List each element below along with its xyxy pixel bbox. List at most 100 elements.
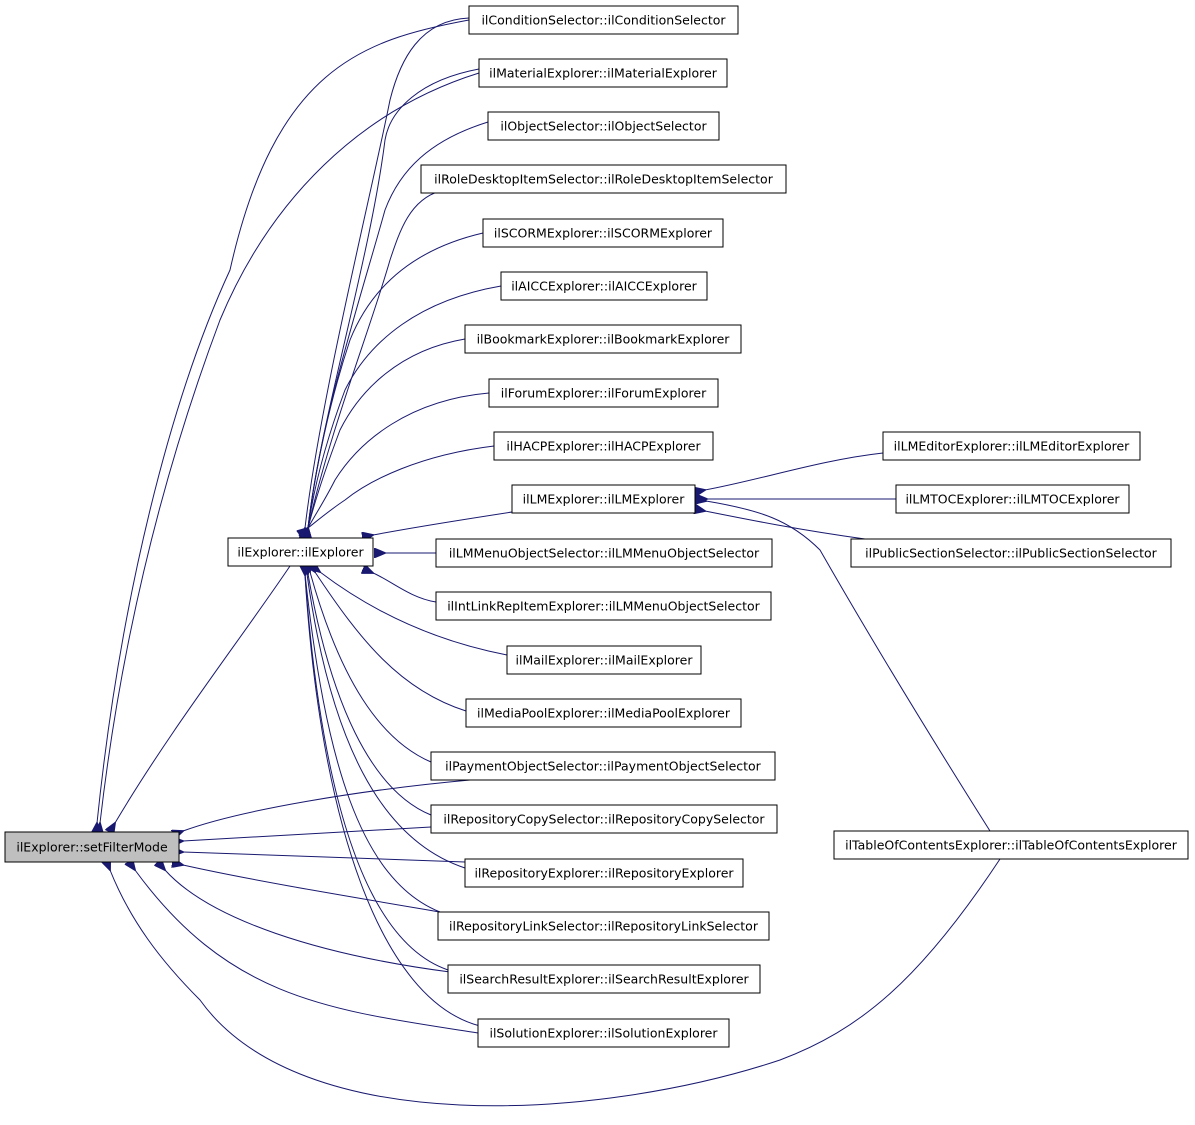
node-hacp[interactable]: ilHACPExplorer::ilHACPExplorer <box>493 431 714 461</box>
edge-aicc-to-explorer <box>308 285 502 528</box>
node-material[interactable]: ilMaterialExplorer::ilMaterialExplorer <box>478 58 728 88</box>
edge-hacp-to-explorer <box>308 445 495 528</box>
edge-toc-to-lmexplorer <box>706 501 991 832</box>
node-box <box>464 858 744 888</box>
node-label: ilPublicSectionSelector::ilPublicSection… <box>865 546 1158 561</box>
node-explorer[interactable]: ilExplorer::ilExplorer <box>227 537 374 567</box>
node-object[interactable]: ilObjectSelector::ilObjectSelector <box>487 111 720 141</box>
node-box <box>430 751 776 781</box>
edge-payment-to-setfiltermode <box>183 779 471 831</box>
node-payment[interactable]: ilPaymentObjectSelector::ilPaymentObject… <box>430 751 776 781</box>
node-box <box>465 698 742 728</box>
edge-solution-to-explorer <box>305 575 481 1027</box>
node-lmeditor[interactable]: ilLMEditorExplorer::ilLMEditorExplorer <box>882 431 1141 461</box>
node-label: ilLMExplorer::ilLMExplorer <box>523 492 686 507</box>
node-box <box>500 271 708 301</box>
node-publicsection[interactable]: ilPublicSectionSelector::ilPublicSection… <box>850 538 1172 568</box>
node-label: ilMaterialExplorer::ilMaterialExplorer <box>489 66 718 81</box>
node-box <box>4 831 180 863</box>
node-label: ilLMEditorExplorer::ilLMEditorExplorer <box>894 439 1131 454</box>
node-box <box>882 431 1141 461</box>
edge-repolink-to-setfiltermode <box>183 865 441 913</box>
edge-repoexplorer-to-explorer <box>307 574 466 869</box>
node-label: ilPaymentObjectSelector::ilPaymentObject… <box>445 759 762 774</box>
node-box <box>511 484 696 514</box>
edge-explorer-to-setfiltermode <box>115 565 291 823</box>
node-box <box>850 538 1172 568</box>
node-toc[interactable]: ilTableOfContentsExplorer::ilTableOfCont… <box>833 830 1189 860</box>
node-box <box>435 591 772 621</box>
node-box <box>464 324 742 354</box>
edge-mediapool-to-explorer <box>315 572 467 712</box>
node-box <box>435 538 773 568</box>
node-box <box>506 645 702 675</box>
node-label: ilRoleDesktopItemSelector::ilRoleDesktop… <box>434 172 774 187</box>
node-label: ilMailExplorer::ilMailExplorer <box>516 653 694 668</box>
node-solution[interactable]: ilSolutionExplorer::ilSolutionExplorer <box>477 1018 730 1048</box>
edge-material-to-setfiltermode <box>100 72 480 823</box>
node-intlink[interactable]: ilIntLinkRepItemExplorer::ilLMMenuObject… <box>435 591 772 621</box>
node-label: ilRepositoryExplorer::ilRepositoryExplor… <box>474 866 734 881</box>
edge-bookmark-to-explorer <box>308 338 466 528</box>
node-label: ilSCORMExplorer::ilSCORMExplorer <box>494 226 713 241</box>
edge-condition-to-explorer <box>305 17 470 528</box>
node-aicc[interactable]: ilAICCExplorer::ilAICCExplorer <box>500 271 708 301</box>
node-condition[interactable]: ilConditionSelector::ilConditionSelector <box>468 5 739 35</box>
node-scorm[interactable]: ilSCORMExplorer::ilSCORMExplorer <box>482 218 724 248</box>
node-box <box>420 164 787 194</box>
node-forum[interactable]: ilForumExplorer::ilForumExplorer <box>488 378 719 408</box>
edge-scorm-to-explorer <box>308 232 484 528</box>
node-label: ilIntLinkRepItemExplorer::ilLMMenuObject… <box>447 599 760 614</box>
node-label: ilMediaPoolExplorer::ilMediaPoolExplorer <box>477 706 731 721</box>
node-label: ilTableOfContentsExplorer::ilTableOfCont… <box>845 838 1178 853</box>
node-box <box>477 1018 730 1048</box>
node-box <box>447 964 761 994</box>
node-label: ilExplorer::setFilterMode <box>16 840 168 855</box>
node-setfiltermode[interactable]: ilExplorer::setFilterMode <box>4 831 180 863</box>
node-box <box>895 484 1130 514</box>
node-label: ilRepositoryCopySelector::ilRepositoryCo… <box>443 812 765 827</box>
edge-solution-to-setfiltermode <box>135 870 479 1034</box>
node-box <box>227 537 374 567</box>
node-box <box>478 58 728 88</box>
node-repocopy[interactable]: ilRepositoryCopySelector::ilRepositoryCo… <box>430 804 778 834</box>
node-bookmark[interactable]: ilBookmarkExplorer::ilBookmarkExplorer <box>464 324 742 354</box>
node-lmmenu[interactable]: ilLMMenuObjectSelector::ilLMMenuObjectSe… <box>435 538 773 568</box>
edges-layer <box>97 17 1001 1107</box>
node-roledesktop[interactable]: ilRoleDesktopItemSelector::ilRoleDesktop… <box>420 164 787 194</box>
edge-repolink-to-explorer <box>305 574 441 913</box>
node-label: ilSearchResultExplorer::ilSearchResultEx… <box>459 972 749 987</box>
node-searchresult[interactable]: ilSearchResultExplorer::ilSearchResultEx… <box>447 964 761 994</box>
node-repoexplorer[interactable]: ilRepositoryExplorer::ilRepositoryExplor… <box>464 858 744 888</box>
edge-lmexplorer-to-explorer <box>373 511 513 535</box>
edge-forum-to-explorer <box>308 392 490 528</box>
node-box <box>437 911 770 941</box>
node-box <box>430 804 778 834</box>
edge-condition-to-setfiltermode <box>97 19 470 823</box>
node-box <box>482 218 724 248</box>
edge-mail-to-explorer <box>320 572 508 656</box>
edge-roledesktop-to-explorer <box>308 190 441 528</box>
edge-repocopy-to-setfiltermode <box>183 826 432 841</box>
edge-lmeditor-to-lmexplorer <box>705 452 884 490</box>
node-label: ilHACPExplorer::ilHACPExplorer <box>506 439 701 454</box>
node-box <box>833 830 1189 860</box>
node-lmtoc[interactable]: ilLMTOCExplorer::ilLMTOCExplorer <box>895 484 1130 514</box>
node-label: ilLMMenuObjectSelector::ilLMMenuObjectSe… <box>449 546 760 561</box>
node-mail[interactable]: ilMailExplorer::ilMailExplorer <box>506 645 702 675</box>
edge-searchresult-to-explorer <box>305 575 449 971</box>
node-mediapool[interactable]: ilMediaPoolExplorer::ilMediaPoolExplorer <box>465 698 742 728</box>
edge-publicsection-to-lmexplorer <box>705 511 866 540</box>
node-label: ilExplorer::ilExplorer <box>237 545 364 560</box>
node-box <box>493 431 714 461</box>
node-lmexplorer[interactable]: ilLMExplorer::ilLMExplorer <box>511 484 696 514</box>
edge-toc-to-setfiltermode <box>110 859 1001 1107</box>
edge-searchresult-to-setfiltermode <box>165 870 451 973</box>
edge-payment-to-explorer <box>310 572 432 763</box>
node-label: ilRepositoryLinkSelector::ilRepositoryLi… <box>449 919 759 934</box>
node-label: ilConditionSelector::ilConditionSelector <box>481 13 726 28</box>
node-label: ilObjectSelector::ilObjectSelector <box>500 119 707 134</box>
node-box <box>468 5 739 35</box>
node-repolink[interactable]: ilRepositoryLinkSelector::ilRepositoryLi… <box>437 911 770 941</box>
